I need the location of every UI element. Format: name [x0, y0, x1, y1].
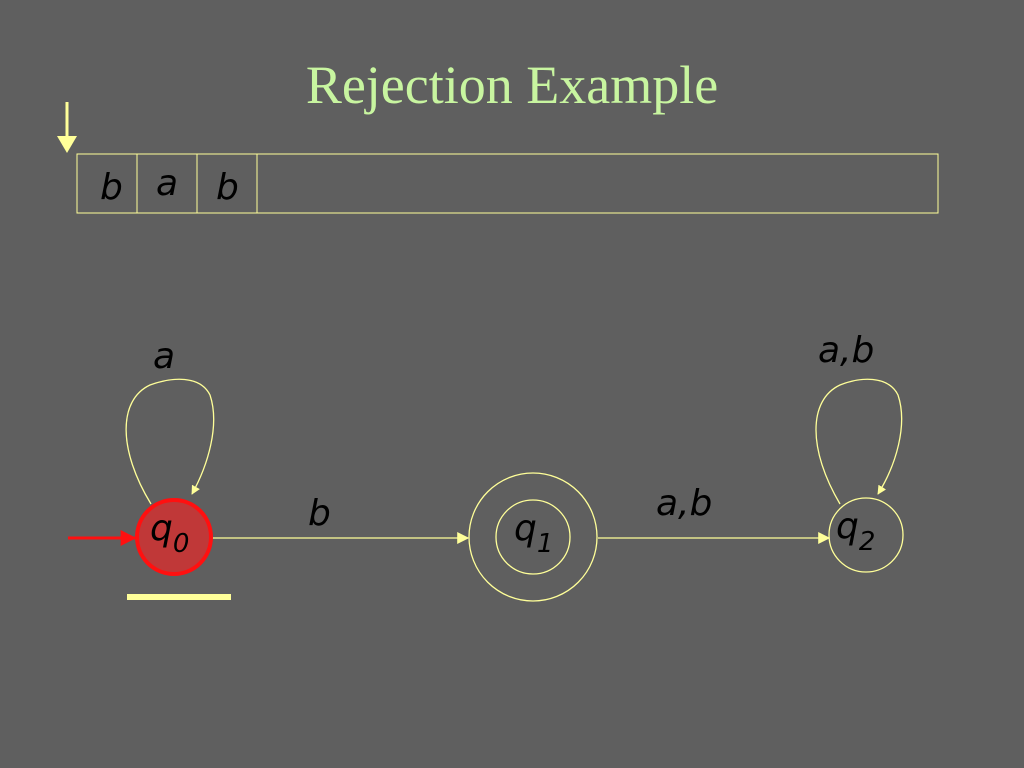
state-q1-inner-circle — [495, 499, 571, 575]
tape-cell-symbol: a — [156, 163, 178, 204]
state-q0: q0 — [135, 498, 213, 576]
svg-text:q2: q2 — [836, 506, 875, 557]
transition-label: a,b — [656, 483, 712, 524]
transition-q0-self-loop — [125, 378, 215, 505]
input-tape: b a b — [76, 153, 939, 214]
state-label: q — [514, 508, 537, 549]
state-subscript: 2 — [859, 527, 876, 557]
current-state-underline — [127, 594, 231, 600]
tape-cell-symbol: b — [100, 167, 123, 208]
state-label: q — [150, 508, 173, 549]
state-subscript: 1 — [537, 529, 554, 559]
tape-head-arrow — [57, 102, 77, 153]
transition-label: b — [308, 493, 331, 534]
state-q2: q2 — [828, 497, 904, 573]
state-q1-outer-circle — [468, 472, 598, 602]
state-label: q — [836, 506, 859, 547]
transition-q2-self-loop — [815, 378, 903, 505]
state-subscript: 0 — [173, 529, 190, 559]
state-q0-circle — [135, 498, 213, 576]
svg-text:q1: q1 — [514, 508, 553, 559]
svg-text:q0: q0 — [150, 508, 189, 559]
tape-border — [76, 153, 939, 214]
state-q1: q1 — [468, 472, 598, 602]
transition-label: a — [153, 336, 175, 377]
state-q2-circle — [828, 497, 904, 573]
tape-cell-symbol: b — [216, 167, 239, 208]
slide-title: Rejection Example — [305, 55, 719, 115]
transition-label: a,b — [818, 330, 874, 371]
